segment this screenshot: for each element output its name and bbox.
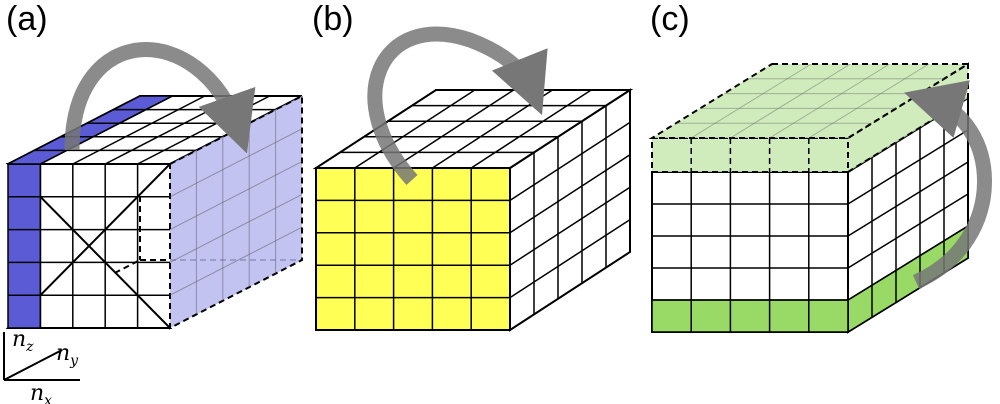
right-grid-hline [509,154,631,234]
front-face-highlight [315,167,511,331]
ghost-top-grid-vline [769,63,890,139]
cube-b [312,26,634,332]
ghost-top-grid-vline [690,63,812,139]
ghost-grid-hline [169,193,303,263]
panel-label-b: (b) [312,0,354,38]
ghost-top-face [648,63,972,139]
ghost-face [169,94,303,330]
ghost-front-slab [651,137,849,173]
ghost-top-grid-vline [808,63,930,139]
top-grid-vline [470,89,592,169]
periodic-arrow-c [904,80,992,289]
cube-c [648,62,992,334]
periodic-arrow-b [367,26,548,186]
cube-a [5,42,303,330]
right-grid-hline [847,225,969,301]
panel-label-c: (c) [650,0,690,38]
right-grid-hline [509,186,631,266]
top-grid-vline [354,89,476,169]
ghost-top-grid-vline [730,63,851,139]
right-grid-hline [847,193,969,269]
right-grid-hline [509,218,631,299]
ghost-grid-hline [169,161,303,231]
top-grid-vline [72,95,206,165]
right-grid-hline [847,161,969,237]
highlight-front-bottom [651,299,849,333]
periodic-arrow-a [64,42,256,154]
axis-label-z: nz [12,327,34,355]
right-grid-hline [847,129,969,205]
axis-y-line [3,349,63,381]
axis-indicator: nz ny nx [3,327,80,404]
right-grid-hline [509,121,631,202]
highlight-front-column [7,163,42,329]
axis-label-x: nx [30,381,52,404]
ghost-grid-hline [169,128,303,198]
panel-label-a: (a) [6,0,48,38]
axis-label-y: ny [56,341,79,369]
ghost-grid-hline [169,226,303,296]
top-grid-vline [40,95,173,165]
